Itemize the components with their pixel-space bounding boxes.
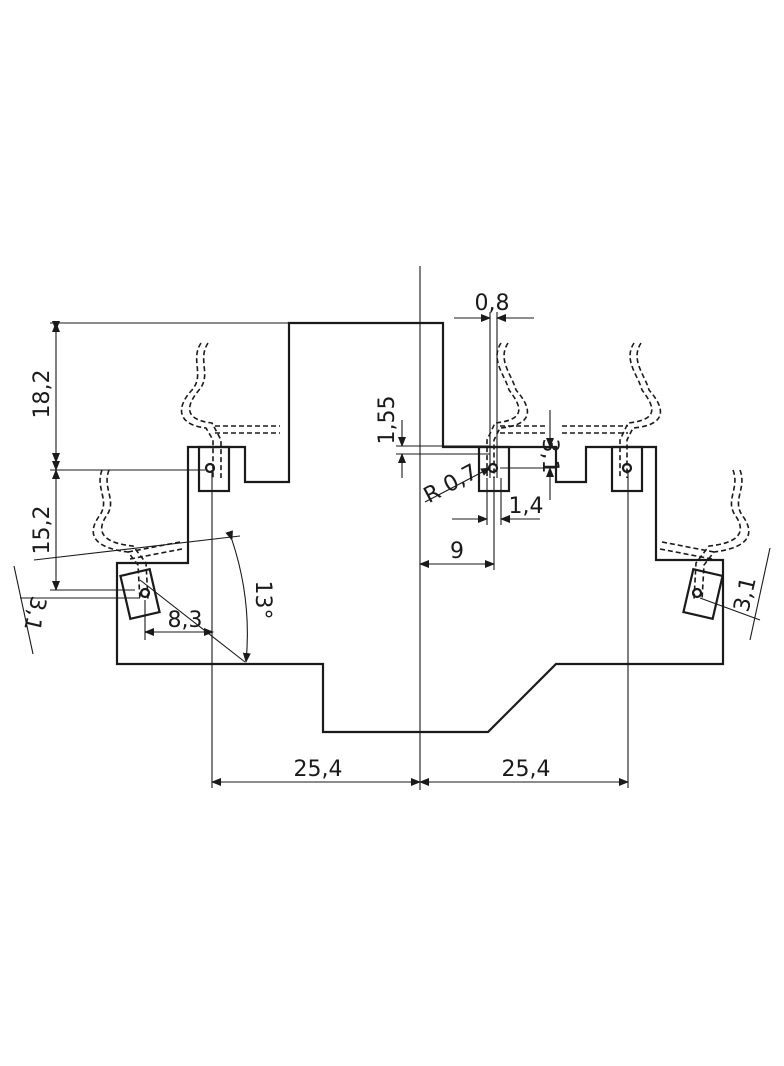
- slot-left-top: [197, 445, 231, 493]
- dim-label-25-4-right: 25,4: [502, 757, 551, 782]
- dim-label-15-2: 15,2: [30, 506, 55, 555]
- dim-label-25-4-left: 25,4: [294, 757, 343, 782]
- dimension-18-2: 18,2: [30, 321, 289, 471]
- dim-label-r0-7: R 0,7: [420, 460, 482, 509]
- dimension-3-1-center: 3,1: [500, 410, 562, 500]
- dimension-1-55: 1,55: [375, 396, 490, 478]
- dimension-1-4: 1,4: [452, 478, 544, 525]
- dim-label-8-3: 8,3: [168, 608, 203, 633]
- dimension-3-1-right: 3,1: [699, 547, 771, 641]
- dimension-25-4-left: 25,4: [211, 470, 421, 788]
- dimension-15-2: 15,2: [30, 469, 135, 591]
- dimension-0-8: 0,8: [454, 291, 534, 478]
- dim-label-3-1-left: 3,1: [18, 594, 50, 634]
- dimension-25-4-right: 25,4: [419, 470, 629, 788]
- spring-contact-left-top: [180, 342, 280, 478]
- slot-right-bottom: [682, 567, 724, 621]
- dim-label-18-2: 18,2: [30, 370, 55, 419]
- spring-contact-left-bottom: [92, 469, 183, 601]
- dimension-9: 9: [419, 478, 495, 570]
- dim-label-0-8: 0,8: [475, 291, 510, 316]
- spring-contact-right-top: [562, 342, 662, 478]
- dim-label-13-deg: 13°: [250, 581, 275, 620]
- dimension-13-deg: 13°: [139, 530, 275, 663]
- dim-label-9: 9: [450, 539, 464, 564]
- dim-label-1-4: 1,4: [509, 494, 544, 519]
- dimension-8-3: 8,3: [144, 600, 214, 640]
- dim-label-1-55: 1,55: [375, 396, 400, 445]
- dim-label-3-1-center: 3,1: [537, 439, 562, 474]
- spring-contact-right-bottom: [659, 469, 750, 601]
